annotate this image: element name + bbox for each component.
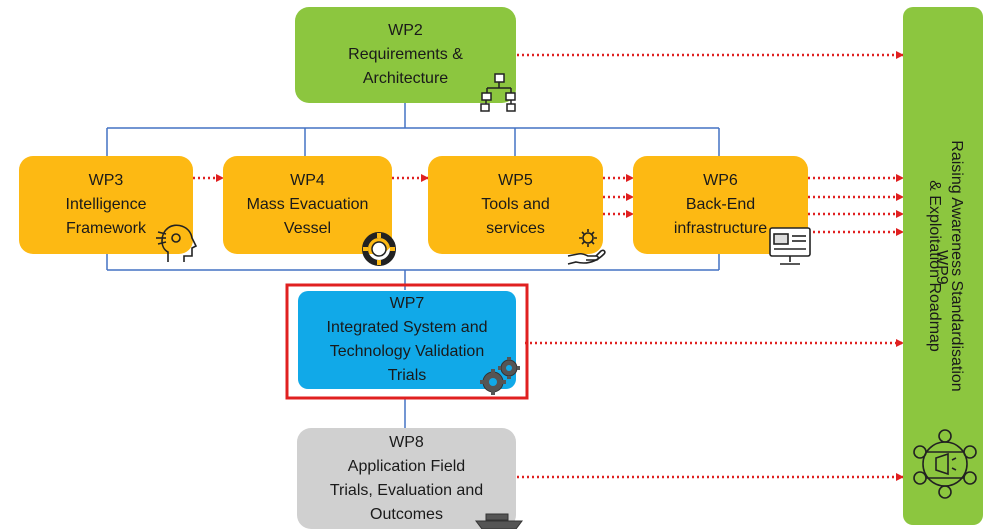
wp4-line1: Mass Evacuation	[246, 196, 369, 213]
wp2-line1: Requirements &	[348, 46, 463, 63]
wp2-line2: Architecture	[362, 70, 449, 87]
wp3-line1: Intelligence	[65, 196, 147, 213]
hand-gear-icon	[567, 229, 606, 265]
wp4-box: WP4 Mass Evacuation Vessel	[223, 156, 392, 254]
dependency-arrows	[193, 51, 904, 481]
wp8-line1: Application Field	[347, 457, 466, 475]
wp5-line1: Tools and	[481, 196, 550, 213]
wp7-highlight-frame	[285, 283, 529, 400]
ai-head-icon	[156, 224, 198, 262]
wp6-line2: infrastructure	[673, 220, 768, 237]
wp3-box: WP3 Intelligence Framework	[19, 156, 193, 254]
wp8-line3: Outcomes	[370, 505, 443, 523]
wp4-line2: Vessel	[283, 220, 332, 237]
wp8-box: WP8 Application Field Trials, Evaluation…	[297, 428, 516, 529]
gears-icon	[480, 357, 520, 395]
network-megaphone-icon	[913, 429, 977, 499]
wp2-id: WP2	[388, 22, 423, 39]
wp7-line3: Trials	[387, 367, 427, 384]
wp8-line2: Trials, Evaluation and	[329, 481, 484, 499]
computer-screen-icon	[769, 227, 811, 265]
wp8-id: WP8	[389, 433, 424, 451]
wp7-line1: Integrated System and	[326, 319, 488, 336]
wp5-box: WP5 Tools and services	[428, 156, 603, 254]
wp3-id: WP3	[88, 172, 124, 189]
wp6-line1: Back-End	[685, 196, 756, 213]
wp6-id: WP6	[703, 172, 738, 189]
wp7-line2: Technology Validation	[329, 343, 485, 360]
org-chart-icon	[480, 73, 516, 112]
wp4-id: WP4	[290, 172, 325, 189]
wp5-line2: services	[486, 220, 545, 237]
wp9-id: WP9	[933, 250, 950, 285]
wp7-box: WP7 Integrated System and Technology Val…	[298, 291, 516, 389]
wp9-box	[903, 7, 983, 525]
wp7-id: WP7	[389, 295, 425, 312]
wp5-id: WP5	[498, 172, 533, 189]
wp2-box: WP2 Requirements & Architecture	[295, 7, 516, 103]
ship-icon	[475, 513, 523, 529]
lifebuoy-icon	[362, 232, 396, 266]
wp3-line2: Framework	[65, 220, 146, 237]
